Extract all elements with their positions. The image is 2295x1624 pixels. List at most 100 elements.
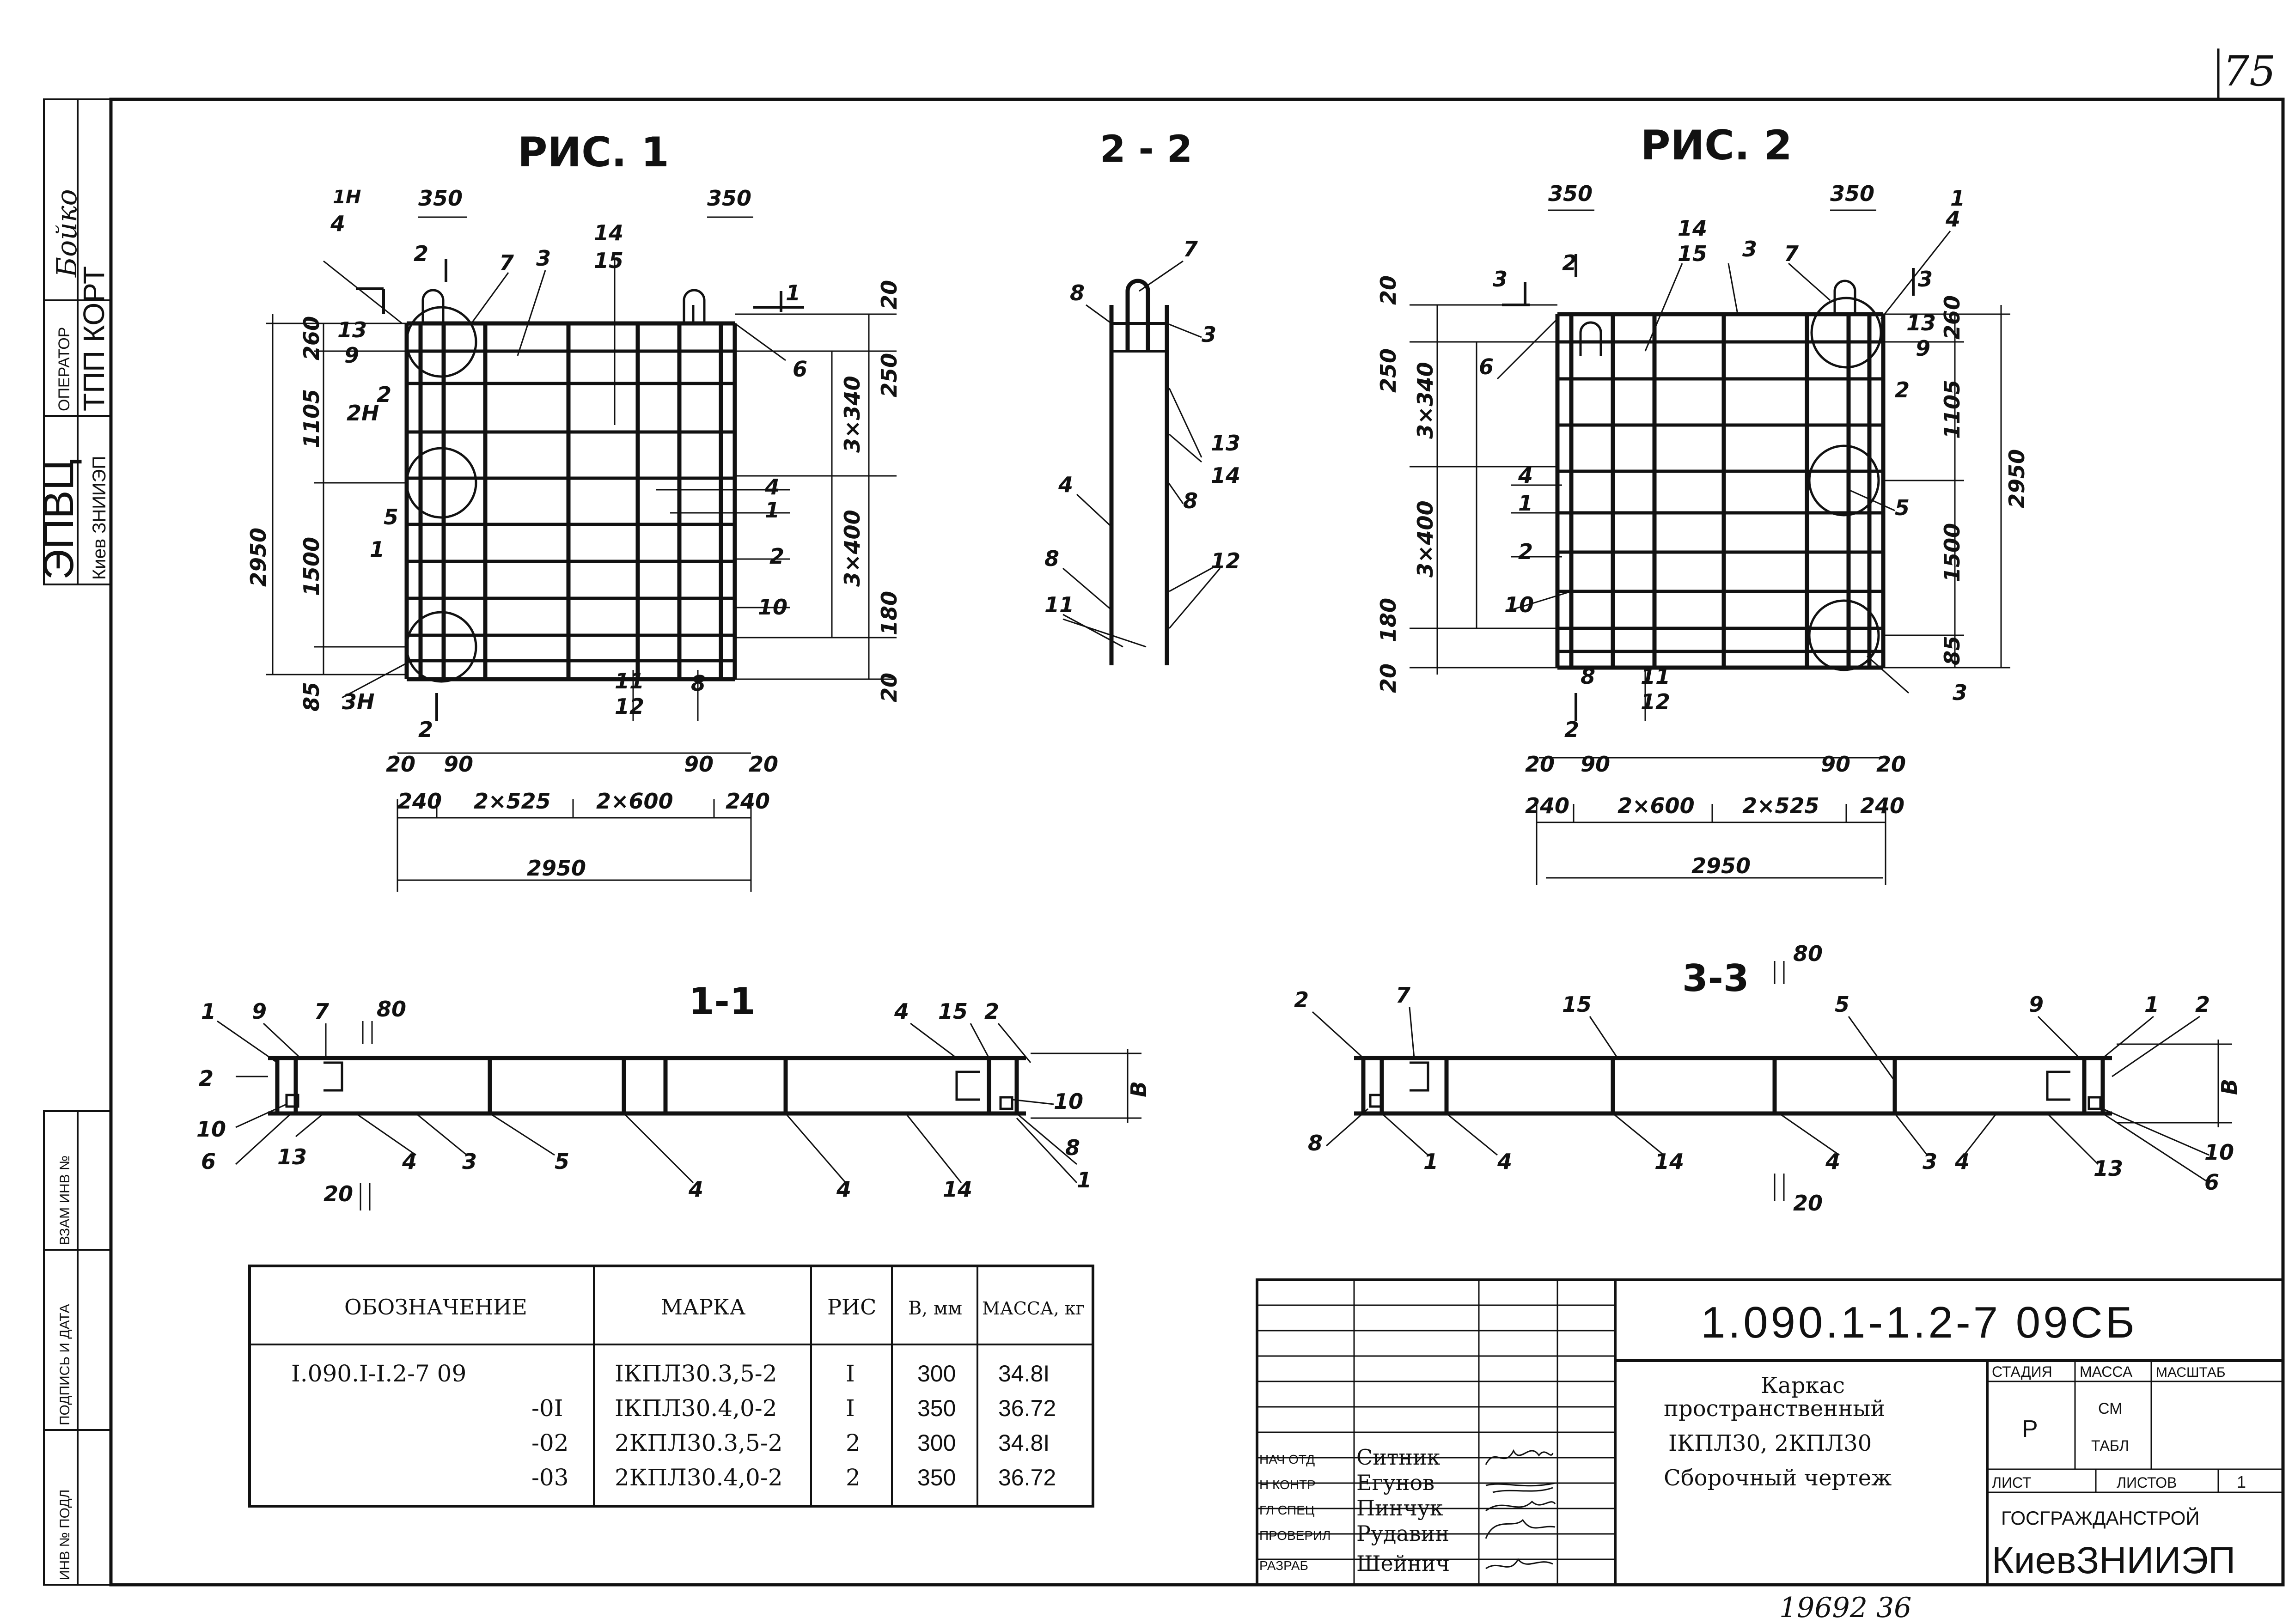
signature-1 <box>1485 1482 1556 1493</box>
fig1-dim-sm-0: 20 <box>386 752 415 777</box>
spec-header-fig: РИС <box>827 1295 876 1320</box>
fig2-dim-left-4: 180 <box>1376 598 1401 642</box>
fig1-label-0: 1Н <box>333 187 361 208</box>
fig1-label-15: 4 <box>764 474 780 499</box>
spec-row2-mark: 2КПЛ30.3,5-2 <box>615 1429 783 1456</box>
fig2-label-15: 2 <box>1518 539 1533 564</box>
fig1-label-2: 2 <box>414 241 428 266</box>
fig1-dim-left-3: 1500 <box>299 537 324 596</box>
fig2-label-11: 6 <box>1479 354 1494 379</box>
fig1-label-16: 1 <box>765 498 780 523</box>
sec33-leaders <box>1312 961 2232 1201</box>
spec-row1-code: -0I <box>531 1395 563 1422</box>
view-titles: РИС. 1 РИС. 2 2 - 2 1-1 3-3 <box>518 122 1792 1023</box>
fig2-dim-bot-2: 2×525 <box>1742 793 1819 818</box>
fig1-title: РИС. 1 <box>518 128 669 176</box>
fig2-dim-lines <box>1410 209 2010 885</box>
sec11-label-18: 8 <box>1065 1135 1080 1160</box>
sheets-label: ЛИСТОВ <box>2117 1474 2177 1491</box>
fig2-dim-top-1: 350 <box>1830 181 1874 206</box>
org-line1: ГОСГРАЖДАНСТРОЙ <box>2001 1507 2199 1529</box>
spec-row0-mass: 34.8I <box>998 1361 1050 1387</box>
side-operator-name: Бойко <box>51 189 83 278</box>
fig1-dim-right-4: 180 <box>877 591 902 635</box>
sec33-label-18: 20 <box>1793 1191 1823 1216</box>
spec-row1-fig: I <box>846 1395 855 1422</box>
sec22-title: 2 - 2 <box>1100 128 1192 170</box>
fig1-label-4: 3 <box>536 246 551 271</box>
sec33-label-2: 15 <box>1562 992 1592 1017</box>
sec11-label-3: 80 <box>377 997 406 1022</box>
fig1-label-1: 4 <box>330 211 345 236</box>
fig2-dim-right-2: 1105 <box>1940 380 1965 439</box>
sec22-label-8: 11 <box>1044 592 1074 617</box>
sec11-label-2: 7 <box>314 999 329 1024</box>
fig2-label-5: 7 <box>1784 241 1799 266</box>
sec11-label-19: 1 <box>1077 1168 1092 1192</box>
fig2-view: 350 350 240 2×600 2×525 240 20 90 90 20 … <box>1376 181 2029 885</box>
fig1-dim-right-5: 20 <box>877 673 902 702</box>
sec11-label-7: 13 <box>277 1144 307 1169</box>
sec33-title: 3-3 <box>1682 957 1749 1000</box>
spec-header-mass: МАССА, кг <box>982 1298 1085 1319</box>
fig2-dim-bot-3: 240 <box>1860 793 1904 818</box>
sec11-label-8: 4 <box>402 1149 417 1174</box>
fig2-label-1: 2 <box>1562 250 1577 275</box>
fig1-dim-left-2: 1105 <box>299 389 324 448</box>
sec11-label-14: 4 <box>894 999 909 1024</box>
fig2-dim-left-5: 20 <box>1376 663 1401 693</box>
stage-value: Р <box>2022 1416 2038 1442</box>
sec33-label-6: 1 <box>2144 992 2159 1017</box>
spec-row1-b: 350 <box>917 1395 956 1421</box>
sec33-label-5: 9 <box>2029 992 2044 1017</box>
sec11-label-6: 6 <box>201 1149 216 1174</box>
sec11-label-4: 2 <box>199 1066 214 1091</box>
fig2-dim-bot-1: 2×600 <box>1617 793 1695 818</box>
fig1-dim-left-4: 85 <box>299 682 324 712</box>
fig2-dim-sm-1: 90 <box>1581 752 1610 777</box>
sec11-leaders <box>217 1020 1141 1210</box>
fig2-label-14: 1 <box>1518 491 1533 516</box>
person2-role: ГЛ СПЕЦ <box>1259 1503 1315 1517</box>
fig2-label-19: 11 <box>1641 664 1670 689</box>
fig1-dim-bot-0: 240 <box>397 789 442 814</box>
people-row: НАЧ ОТД Ситник <box>1259 1445 1440 1470</box>
fig1-view: 350 350 240 2×525 2×600 240 20 90 90 20 … <box>246 186 902 892</box>
spec-row3-b: 350 <box>917 1465 956 1490</box>
fig2-dim-bot-0: 240 <box>1525 793 1569 818</box>
fig2-dim-right-4: 85 <box>1940 636 1965 665</box>
sec33-label-10: 4 <box>1497 1149 1512 1174</box>
side-operator-value: ТПП КОРТ <box>77 266 110 411</box>
fig1-dim-sm-2: 90 <box>684 752 714 777</box>
people-row: РАЗРАБ Шейнич <box>1259 1551 1450 1576</box>
spec-row3-code: -03 <box>531 1464 569 1491</box>
sec33-label-0: 2 <box>1294 987 1309 1012</box>
fig1-label-22: 3Н <box>342 689 375 714</box>
fig2-dim-sm-3: 20 <box>1876 752 1906 777</box>
scale-label: МАСШТАБ <box>2156 1365 2226 1380</box>
fig2-dim-left-3: 3×400 <box>1413 500 1438 578</box>
fig1-label-10: 2 <box>377 382 391 407</box>
fig1-dim-bot-1: 2×525 <box>474 789 551 814</box>
title-line-1: пространственный <box>1664 1396 1885 1422</box>
fig1-dim-lines <box>266 216 897 892</box>
fig1-dim-bot-2: 2×600 <box>596 789 673 814</box>
fig2-label-21: 3 <box>1953 680 1967 705</box>
side-operator-label: ОПЕРАТОР <box>55 327 73 411</box>
fig1-section-marks <box>356 259 804 721</box>
person3-name: Рудавин <box>1356 1521 1449 1546</box>
fig2-dim-right-3: 1500 <box>1940 523 1965 582</box>
person0-role: НАЧ ОТД <box>1259 1452 1315 1466</box>
person1-role: Н КОНТР <box>1259 1478 1316 1492</box>
fig1-dim-overall: 2950 <box>527 856 586 881</box>
fig1-dim-right-2: 3×340 <box>840 376 865 453</box>
org-line2: КиевЗНИИЭП <box>1992 1539 2235 1581</box>
signature-4 <box>1485 1558 1553 1569</box>
fig2-label-13: 4 <box>1518 463 1533 488</box>
sheet-label: ЛИСТ <box>1992 1474 2032 1491</box>
sec11-label-1: 9 <box>252 999 267 1024</box>
sec22-label-4: 14 <box>1211 463 1240 488</box>
sec22-label-9: 12 <box>1211 548 1240 573</box>
spec-row: -03 2КПЛ30.4,0-2 2 350 36.72 <box>531 1464 1056 1491</box>
